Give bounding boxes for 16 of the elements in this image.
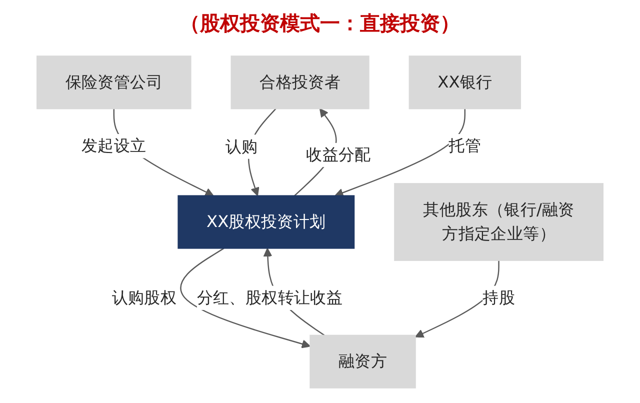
node-box: 保险资管公司: [36, 56, 192, 110]
arrow: [180, 248, 311, 348]
diagram-title: （股权投资模式一：直接投资）: [180, 11, 460, 35]
node-box: 其他股东（银行/融资方指定企业等）: [394, 183, 604, 261]
edge-label: 发起设立: [82, 136, 146, 156]
node-box: 融资方: [310, 334, 416, 388]
edge-label: 持股: [482, 288, 515, 307]
edge-label: 认购股权: [112, 288, 177, 307]
edge-label: 分红、股权转让收益: [196, 288, 343, 307]
node-box: 合格投资者: [230, 56, 370, 110]
arrow: [334, 108, 466, 197]
edge-label: 托管: [448, 136, 482, 156]
edge-label: 收益分配: [306, 144, 371, 164]
node-box: XX股权投资计划: [178, 195, 355, 249]
node-box: XX银行: [408, 56, 521, 110]
edge-label: 认购: [225, 136, 258, 156]
